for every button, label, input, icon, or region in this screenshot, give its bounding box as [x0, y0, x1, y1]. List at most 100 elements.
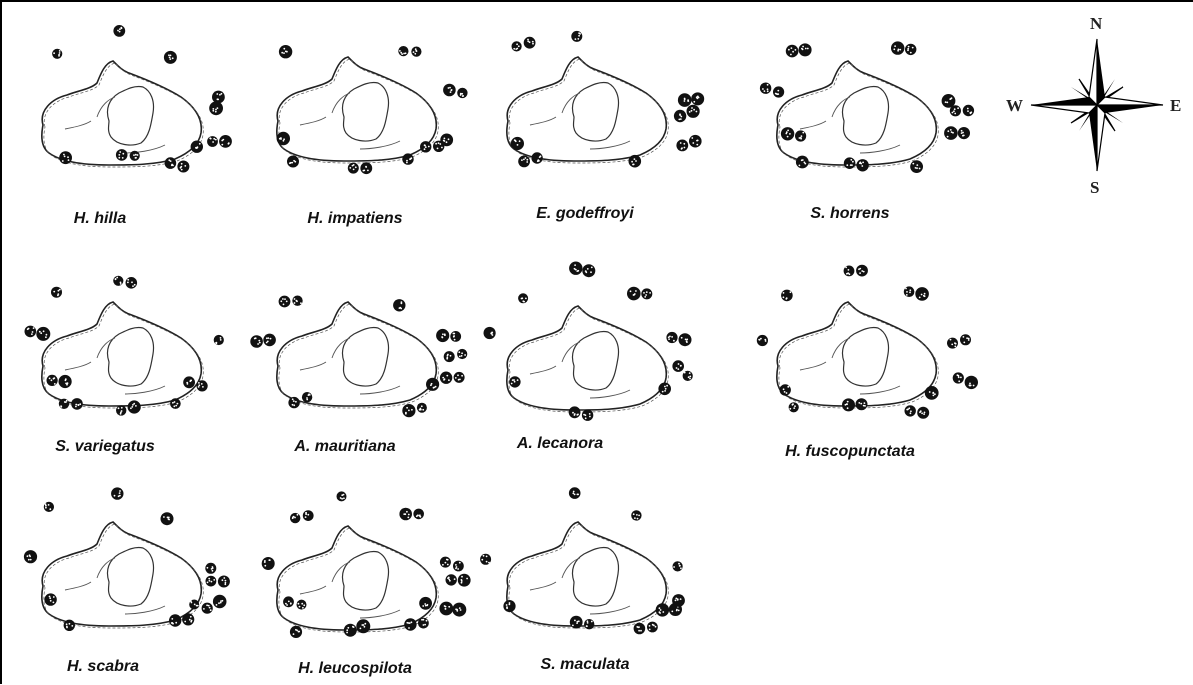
island-illustration [24, 275, 224, 416]
species-label: A. lecanora [516, 435, 604, 452]
coral-cluster-icon [440, 133, 454, 147]
island-illustration [756, 264, 978, 419]
coral-cluster-icon [666, 331, 692, 347]
coral-cluster-icon [283, 596, 307, 610]
coral-cluster-icon [510, 136, 524, 151]
coral-cluster-icon [426, 377, 440, 391]
species-label: S. horrens [810, 205, 890, 222]
coral-cluster-icon [212, 594, 227, 609]
species-label: H. fuscopunctata [785, 443, 915, 460]
coral-cluster-icon [779, 384, 791, 396]
island-illustration [276, 45, 468, 175]
coral-cluster-icon [170, 398, 181, 409]
coral-cluster-icon [289, 625, 303, 638]
island-shape [276, 301, 439, 409]
coral-cluster-icon [58, 398, 83, 410]
coral-cluster-icon [842, 398, 868, 412]
species-label: S. maculata [540, 656, 630, 673]
coral-cluster-icon [212, 90, 225, 104]
island-shape [506, 56, 669, 164]
island-shape [506, 305, 669, 413]
island-illustration [250, 295, 468, 418]
coral-cluster-icon [115, 149, 140, 161]
compass-south-label: S [1090, 178, 1100, 197]
coral-cluster-icon [518, 293, 529, 304]
coral-cluster-icon [290, 510, 314, 524]
species-panel-h-leucospilota: H. leucospilota [240, 470, 480, 685]
coral-cluster-icon [658, 382, 671, 396]
coral-cluster-icon [627, 286, 653, 301]
coral-cluster-icon [261, 557, 275, 570]
coral-cluster-icon [568, 487, 581, 499]
coral-cluster-icon [682, 370, 693, 381]
coral-cluster-icon [518, 152, 543, 168]
coral-cluster-icon [785, 43, 812, 58]
species-label: A. mauritiana [294, 438, 396, 455]
coral-cluster-icon [163, 50, 177, 64]
coral-cluster-icon [213, 334, 224, 346]
species-panel-s-horrens: S. horrens [740, 5, 980, 222]
coral-cluster-icon [672, 561, 683, 572]
coral-cluster-icon [205, 562, 217, 574]
coral-cluster-icon [509, 376, 521, 388]
coral-cluster-icon [673, 104, 700, 123]
coral-cluster-icon [63, 619, 75, 631]
coral-cluster-icon [404, 617, 429, 631]
coral-cluster-icon [402, 402, 427, 418]
species-panel-h-fuscopunctata: H. fuscopunctata [740, 250, 980, 465]
coral-cluster-icon [480, 553, 492, 565]
species-label: S. variegatus [55, 438, 155, 455]
coral-cluster-icon [402, 153, 414, 165]
island-illustration [261, 491, 471, 638]
coral-cluster-icon [443, 83, 468, 99]
coral-cluster-icon [891, 41, 917, 56]
island-shape [276, 56, 439, 164]
coral-cluster-icon [113, 25, 126, 37]
compass-north-label: N [1090, 14, 1103, 33]
coral-cluster-icon [399, 507, 424, 521]
coral-cluster-icon [439, 601, 467, 617]
coral-cluster-icon [278, 45, 293, 59]
coral-cluster-icon [164, 157, 190, 173]
coral-cluster-icon [952, 372, 978, 390]
coral-cluster-icon [189, 599, 213, 614]
coral-cluster-icon [207, 135, 232, 148]
coral-cluster-icon [483, 326, 496, 340]
coral-cluster-icon [569, 615, 595, 630]
coral-cluster-icon [44, 593, 57, 606]
island-shape [41, 521, 204, 629]
coral-cluster-icon [947, 334, 971, 349]
compass-east-label: E [1170, 96, 1182, 115]
coral-cluster-icon [781, 289, 793, 302]
coral-cluster-icon [419, 596, 432, 610]
species-grid: H. hilla H. impatiens E. godeffroyi S. h… [5, 5, 980, 685]
coral-cluster-icon [439, 556, 464, 572]
species-panel-a-lecanora: A. lecanora [470, 250, 710, 465]
coral-cluster-icon [910, 160, 923, 174]
species-label: H. scabra [66, 658, 140, 675]
coral-cluster-icon [46, 374, 72, 389]
coral-cluster-icon [160, 512, 174, 526]
coral-cluster-icon [511, 36, 536, 52]
species-label: H. leucospilota [298, 660, 412, 677]
coral-cluster-icon [843, 157, 869, 172]
coral-cluster-icon [795, 155, 809, 169]
coral-cluster-icon [631, 510, 642, 521]
coral-cluster-icon [250, 333, 276, 348]
island-shape [506, 521, 669, 629]
coral-cluster-icon [780, 127, 807, 142]
coral-cluster-icon [52, 48, 63, 59]
coral-cluster-icon [439, 371, 465, 384]
coral-cluster-icon [183, 376, 208, 392]
coral-cluster-icon [843, 264, 868, 277]
coral-cluster-icon [336, 491, 347, 502]
species-panel-e-godeffroyi: E. godeffroyi [470, 5, 710, 222]
species-panel-s-variegatus: S. variegatus [5, 250, 245, 465]
coral-cluster-icon [278, 295, 303, 308]
coral-cluster-icon [436, 328, 462, 343]
coral-cluster-icon [677, 92, 705, 107]
coral-cluster-icon [43, 501, 55, 512]
coral-cluster-icon [209, 101, 224, 116]
species-panel-h-impatiens: H. impatiens [240, 5, 480, 227]
